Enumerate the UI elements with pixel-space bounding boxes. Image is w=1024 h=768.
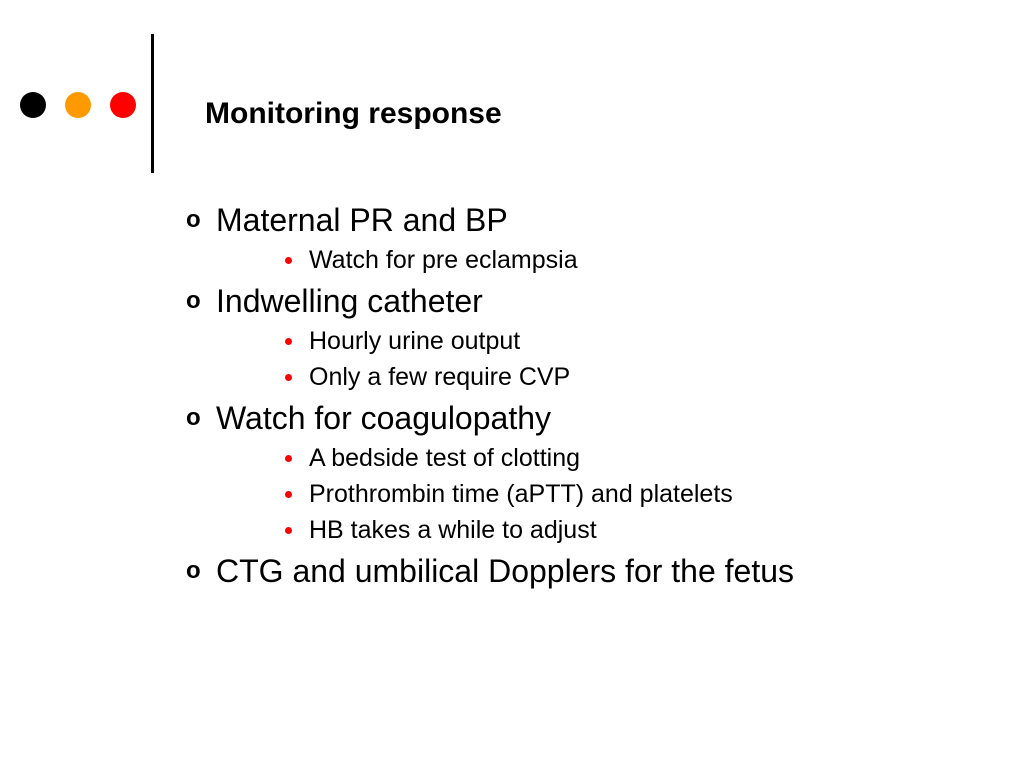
bullet-group: o Maternal PR and BP Watch for pre eclamps… — [186, 198, 926, 277]
hollow-circle-bullet-icon: o — [186, 404, 201, 431]
bullet-group: o CTG and umbilical Dopplers for the fetu… — [186, 549, 926, 593]
decorative-dots-group — [20, 92, 136, 118]
bullet-level1-label: Indwelling catheter — [216, 283, 483, 319]
bullet-level1-label: Maternal PR and BP — [216, 202, 508, 238]
slide-header: Monitoring response — [0, 0, 1024, 185]
orange-dot-icon — [65, 92, 91, 118]
bullet-level1: o Maternal PR and BP — [186, 198, 926, 242]
hollow-circle-bullet-icon: o — [186, 206, 201, 233]
red-dot-bullet-icon — [285, 527, 292, 534]
bullet-level1-label: Watch for coagulopathy — [216, 400, 551, 436]
red-dot-bullet-icon — [285, 257, 292, 264]
bullet-level2: HB takes a while to adjust — [186, 513, 926, 547]
hollow-circle-bullet-icon: o — [186, 557, 201, 584]
black-dot-icon — [20, 92, 46, 118]
bullet-level2: Watch for pre eclampsia — [186, 243, 926, 277]
bullet-level2: A bedside test of clotting — [186, 441, 926, 475]
bullet-list: o Maternal PR and BP Watch for pre eclamps… — [186, 198, 926, 594]
bullet-level1-label: CTG and umbilical Dopplers for the fetus — [216, 553, 795, 589]
bullet-level2-label: A bedside test of clotting — [309, 444, 581, 472]
bullet-level2-label: Watch for pre eclampsia — [309, 246, 578, 274]
bullet-level2-label: Only a few require CVP — [309, 363, 571, 391]
bullet-level2-label: Hourly urine output — [309, 327, 521, 355]
bullet-level1: o CTG and umbilical Dopplers for the fetu… — [186, 549, 926, 593]
bullet-level2-label: HB takes a while to adjust — [309, 516, 597, 544]
red-dot-bullet-icon — [285, 491, 292, 498]
page-title: Monitoring response — [205, 97, 502, 130]
red-dot-bullet-icon — [285, 338, 292, 345]
bullet-group: o Watch for coagulopathy A bedside test of… — [186, 396, 926, 547]
bullet-level2: Prothrombin time (aPTT) and platelets — [186, 477, 926, 511]
bullet-level2-label: Prothrombin time (aPTT) and platelets — [309, 480, 733, 508]
bullet-level2: Only a few require CVP — [186, 360, 926, 394]
red-dot-bullet-icon — [285, 455, 292, 462]
bullet-level1: o Indwelling catheter — [186, 279, 926, 323]
bullet-level1: o Watch for coagulopathy — [186, 396, 926, 440]
title-divider-rule — [151, 34, 154, 173]
red-dot-bullet-icon — [285, 374, 292, 381]
red-dot-icon — [110, 92, 136, 118]
bullet-level2: Hourly urine output — [186, 324, 926, 358]
hollow-circle-bullet-icon: o — [186, 287, 201, 314]
